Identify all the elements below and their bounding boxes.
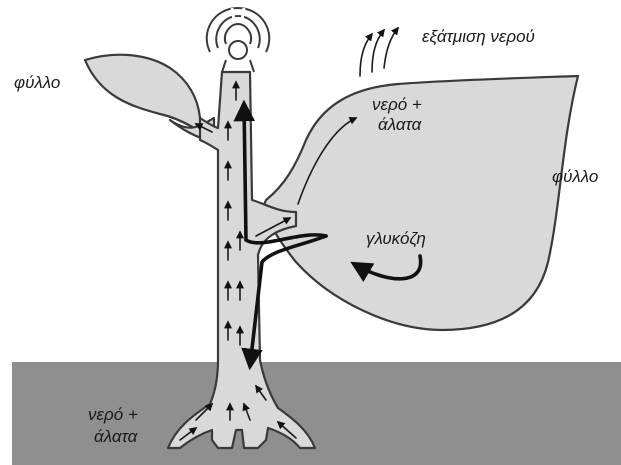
leaf-left-label: φύλλο [14,73,60,92]
water-salts-root-label-2: άλατα [94,427,139,446]
evaporation-label: εξάτμιση νερού [422,27,535,46]
glucose-label: γλυκόζη [366,229,426,248]
water-salts-leaf-label-2: άλατα [378,115,423,134]
water-salts-root-label-1: νερό + [88,405,138,424]
evaporation-arrows [360,28,398,76]
water-salts-leaf-label-1: νερό + [372,95,422,114]
leaf-right-label: φύλλο [552,167,598,186]
apex-bud [207,8,270,72]
